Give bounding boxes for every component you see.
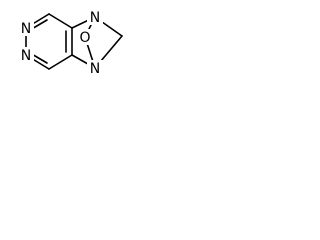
atom-n-bottom-right: N	[87, 60, 103, 77]
bond-c5-c6	[48, 13, 73, 29]
atom-n-ring-top: N	[18, 20, 34, 37]
bond-n3-c4	[48, 54, 73, 70]
atom-n-top-right-label: N	[90, 10, 100, 26]
atom-n-ring-top-label: N	[21, 21, 31, 37]
atom-oxygen-label: O	[79, 30, 90, 46]
chemical-structure: N N N O N	[18, 9, 123, 77]
atom-n-ring-left: N	[18, 47, 34, 64]
atom-n-ring-left-label: N	[21, 48, 31, 64]
atom-oxygen: O	[77, 29, 93, 46]
atom-n-top-right: N	[87, 9, 103, 26]
atom-n-bottom-right-label: N	[90, 61, 100, 77]
